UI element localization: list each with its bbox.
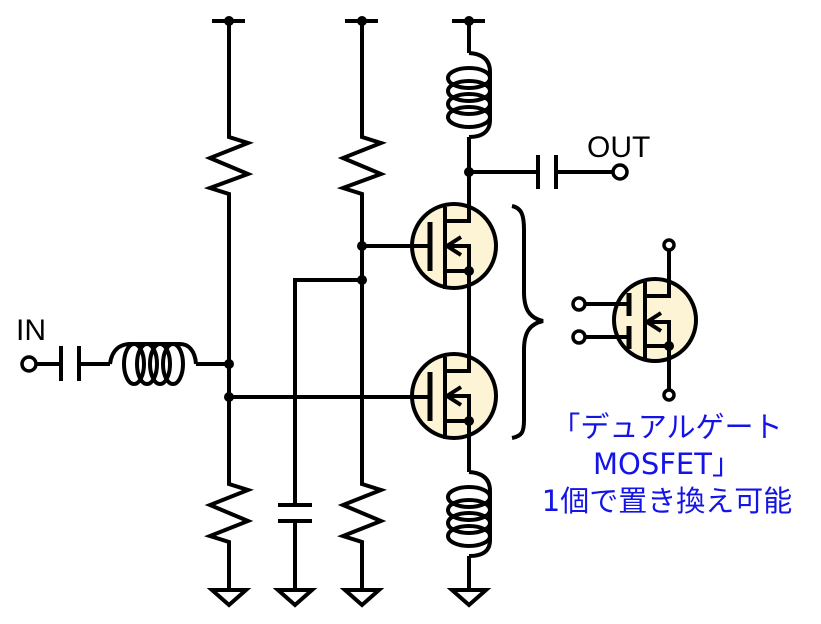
output-label: OUT bbox=[587, 131, 650, 164]
capacitor-input bbox=[59, 346, 81, 381]
capacitor-gate-bypass bbox=[278, 503, 312, 523]
input-label: IN bbox=[16, 314, 46, 347]
mosfet-upper bbox=[410, 202, 498, 290]
mosfet-lower bbox=[410, 352, 498, 440]
junction bbox=[224, 359, 234, 369]
ground-3 bbox=[339, 588, 385, 608]
resistor-upper-1 bbox=[203, 131, 254, 200]
brace bbox=[511, 204, 544, 440]
dual-gate-mosfet bbox=[571, 238, 698, 402]
gate2-terminal[interactable] bbox=[571, 296, 587, 312]
capacitor-output bbox=[536, 155, 558, 189]
resistor-upper-2 bbox=[336, 131, 387, 200]
ground-4 bbox=[446, 588, 492, 608]
note-line-1: 「デュアルゲート bbox=[551, 410, 782, 444]
gate1-terminal[interactable] bbox=[571, 329, 587, 345]
resistor-lower-2 bbox=[337, 482, 387, 545]
drain-terminal[interactable] bbox=[662, 238, 676, 252]
note-line-2: MOSFET」 bbox=[593, 447, 741, 481]
note-line-3: 1個で置き換え可能 bbox=[542, 484, 792, 518]
inductor-source bbox=[446, 470, 492, 558]
input-terminal[interactable] bbox=[20, 355, 38, 373]
ground-1 bbox=[206, 588, 252, 608]
resistor-lower-1 bbox=[204, 482, 254, 545]
inductor-drain bbox=[446, 51, 492, 139]
output-terminal[interactable] bbox=[611, 163, 629, 181]
junction bbox=[357, 275, 367, 285]
inductor-input bbox=[108, 342, 198, 386]
ground-2 bbox=[272, 588, 318, 608]
wire bbox=[293, 278, 358, 505]
source-terminal[interactable] bbox=[662, 388, 676, 402]
